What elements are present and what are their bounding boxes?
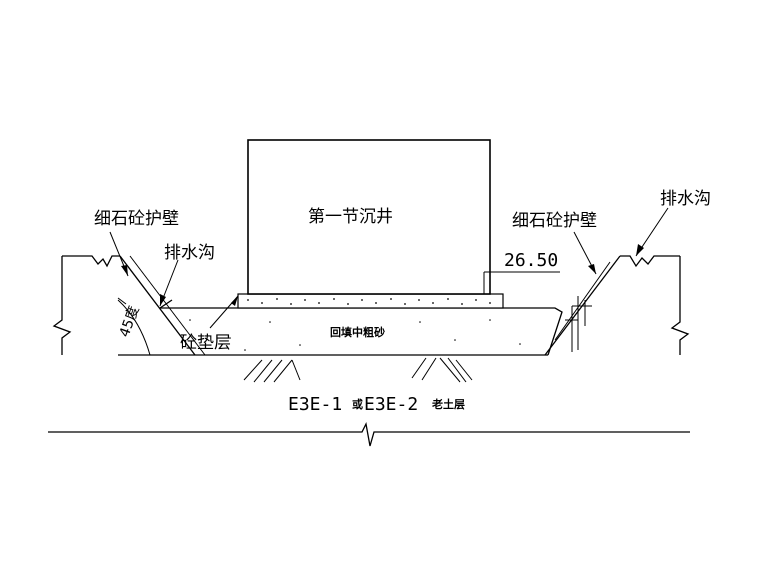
angle-arc bbox=[117, 299, 151, 356]
angle-tick bbox=[117, 297, 127, 305]
left-ditch-line bbox=[159, 299, 173, 309]
cushion-stipple bbox=[247, 298, 491, 305]
soil-hatch-right bbox=[411, 357, 473, 383]
right-break-line bbox=[670, 256, 690, 355]
left-wall-label: 细石砼护壁 bbox=[94, 209, 179, 229]
caisson-box bbox=[247, 139, 491, 295]
soil-label-b: E3E-2 bbox=[364, 394, 418, 415]
right-ground-surface bbox=[620, 255, 680, 268]
leader-cushion bbox=[209, 295, 239, 329]
right-drain-symbol bbox=[565, 296, 592, 352]
soil-label-a: E3E-1 bbox=[288, 394, 342, 415]
leader-left-wall bbox=[109, 231, 129, 277]
soil-label-join: 或 bbox=[352, 397, 363, 411]
caisson-label: 第一节沉井 bbox=[308, 207, 393, 227]
elevation-label: 26.50 bbox=[504, 250, 558, 271]
leader-right-ditch bbox=[635, 207, 669, 257]
angle-label: 45度 bbox=[117, 304, 143, 339]
left-slope-line bbox=[119, 255, 196, 356]
left-ditch-label: 排水沟 bbox=[164, 243, 215, 263]
backfill-label: 回填中粗砂 bbox=[330, 325, 385, 339]
cushion-label: 砼垫层 bbox=[180, 333, 231, 353]
left-slope-inner-line bbox=[129, 255, 206, 356]
backfill-stipple bbox=[189, 319, 521, 351]
soil-hatch-left bbox=[243, 359, 301, 383]
right-wall-label: 细石砼护壁 bbox=[512, 211, 597, 231]
right-ditch-label: 排水沟 bbox=[660, 189, 711, 209]
left-break-line bbox=[52, 256, 72, 355]
bottom-ground-line bbox=[48, 421, 690, 447]
leader-right-wall bbox=[573, 231, 597, 275]
right-slope-inner-line bbox=[554, 261, 611, 341]
leader-left-ditch bbox=[159, 259, 179, 307]
soil-label-suffix: 老土层 bbox=[431, 397, 465, 411]
left-ground-surface bbox=[62, 255, 120, 268]
concrete-cushion bbox=[237, 293, 504, 309]
